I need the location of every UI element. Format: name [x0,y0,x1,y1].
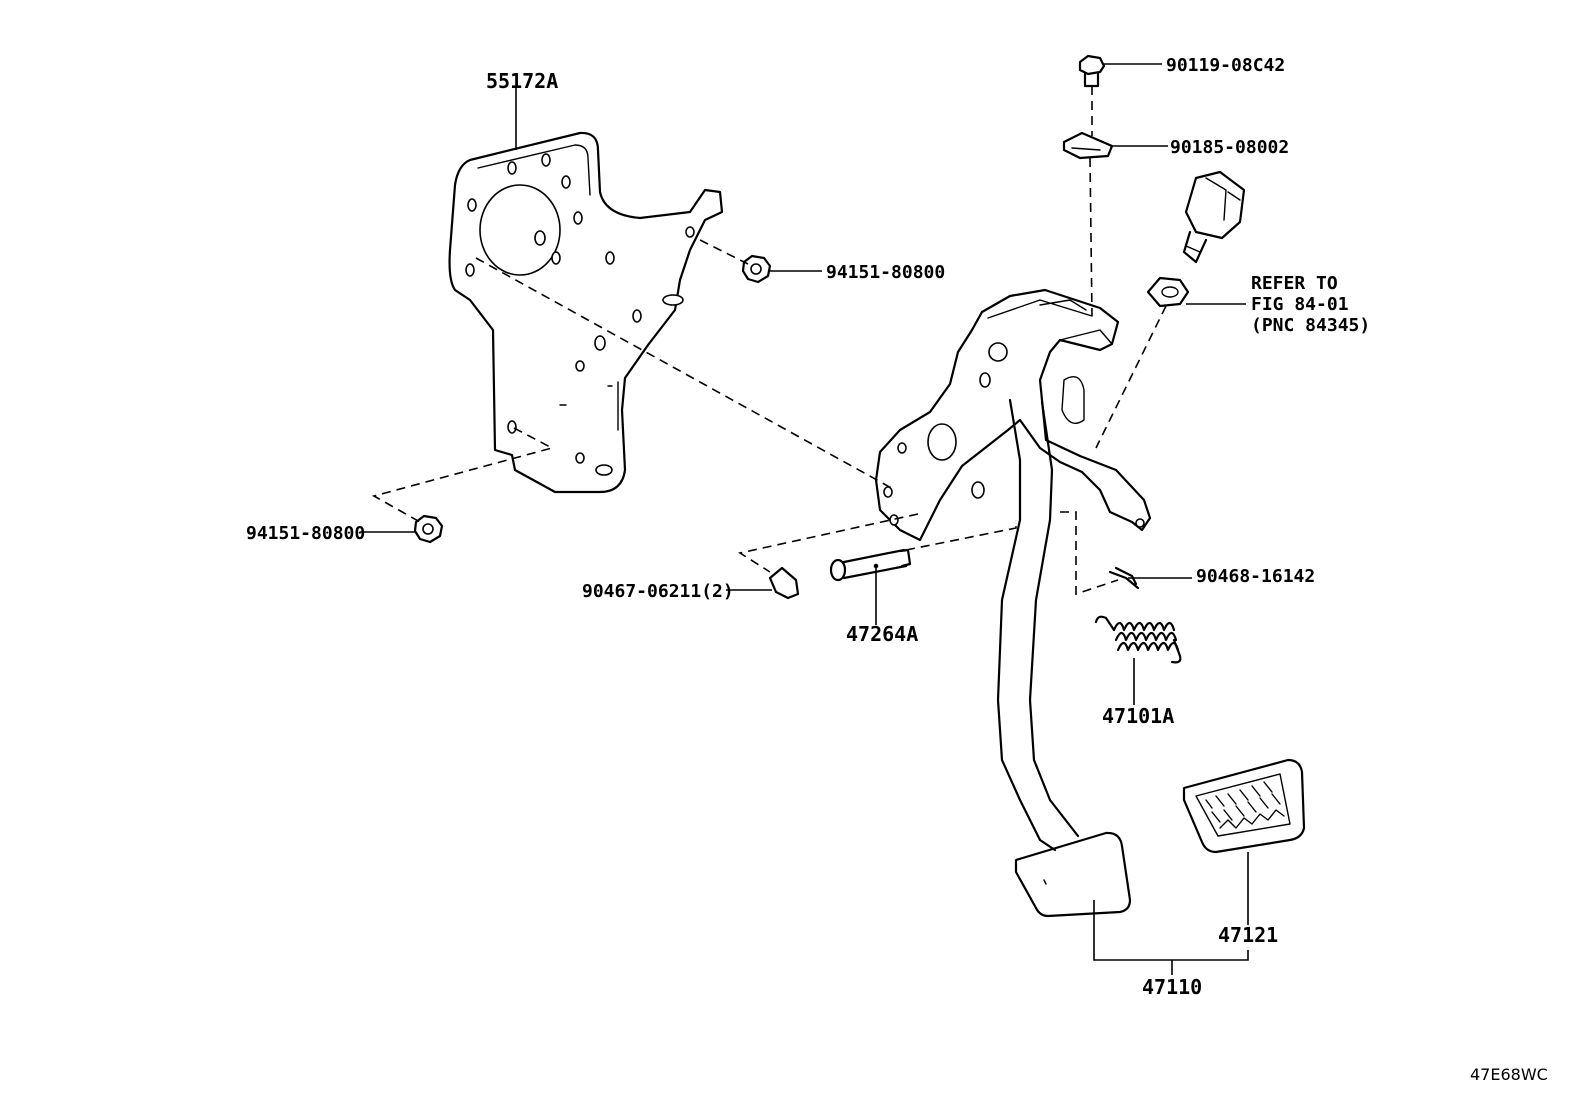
label-nut-upper: 94151-80800 [826,262,945,283]
nut-lower [413,514,444,544]
drawing-code: 47E68WC [1470,1065,1548,1084]
clip-pin [1108,566,1140,590]
bushing [768,566,800,600]
nut-upper [741,254,772,284]
stop-switch-cushion [1146,276,1190,308]
pedal-pad [1182,758,1306,854]
label-bushing: 90467-06211(2) [582,581,734,602]
label-clip-pin: 90468-16142 [1196,566,1315,587]
part-labels: 55172A 90119-08C42 90185-08002 94151-808… [246,55,1548,1084]
pedal-support-bracket [448,131,724,494]
label-refer-line1: REFER TO [1251,273,1338,294]
label-refer-line3: (PNC 84345) [1251,315,1370,336]
label-nut-lower: 94151-80800 [246,523,365,544]
label-refer-line2: FIG 84-01 [1251,294,1349,315]
bolt-top [1078,54,1106,88]
pedal-pin [829,548,912,582]
stop-lamp-switch [1182,170,1246,264]
brake-pedal-assembly [874,288,1152,918]
assembly-lines [371,86,1167,596]
label-spring: 47101A [1102,704,1174,728]
leader-lines [360,63,1249,975]
label-clip-nut: 90185-08002 [1170,137,1289,158]
label-bracket: 55172A [486,69,558,93]
label-pad: 47121 [1218,923,1278,947]
clip-nut [1062,131,1114,160]
label-pin: 47264A [846,622,918,646]
label-pedal-assy: 47110 [1142,975,1202,999]
label-bolt-top: 90119-08C42 [1166,55,1285,76]
return-spring [1094,615,1182,664]
